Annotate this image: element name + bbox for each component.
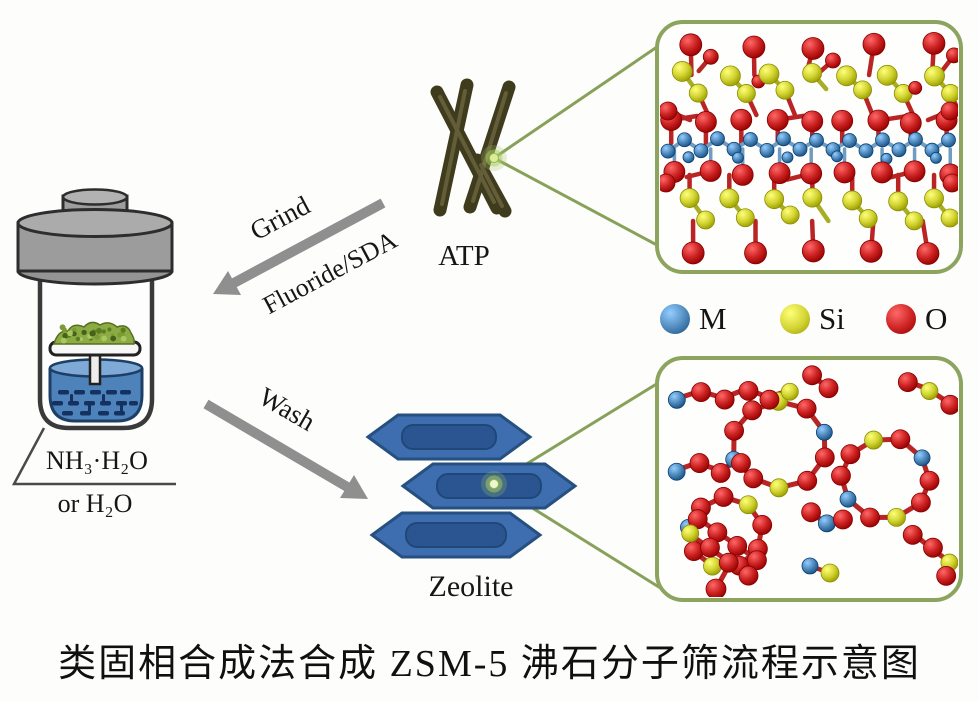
atp-molecular-structure: [660, 31, 958, 265]
si-atom-icon: [780, 304, 810, 334]
reagent-label-line2: or H₂O: [57, 489, 133, 518]
zeolite-molecular-structure: [667, 365, 958, 597]
cap-assembly: [16, 188, 174, 286]
powder-granules: [59, 324, 127, 344]
liquid-particles: [52, 390, 138, 416]
o-atom-icon: [886, 304, 916, 334]
legend-label-m: M: [699, 301, 727, 336]
wash-arrow: [203, 399, 368, 499]
liquid-beaker: [48, 358, 144, 423]
zeolite-crystal: [365, 413, 533, 461]
zoom-origin-dots: [481, 145, 507, 497]
grinder-apparatus: [11, 188, 176, 486]
zeolite-structure-panel: [655, 356, 963, 602]
reagent-callout-line: [11, 427, 176, 486]
legend-label-o: O: [925, 301, 948, 336]
reagent-label-line1: NH₃·H₂O: [46, 446, 148, 475]
legend-label-si: Si: [819, 301, 845, 336]
zeolite-crystal: [369, 511, 543, 559]
zeolite-crystals: [365, 413, 578, 559]
legend-item-m: M: [660, 301, 727, 337]
connector-lines: [493, 32, 677, 596]
legend-item-o: O: [886, 301, 947, 337]
zeolite-material-label: Zeolite: [428, 570, 514, 603]
atp-material-label: ATP: [438, 240, 490, 272]
m-atom-icon: [660, 304, 690, 334]
figure-caption: 类固相合成法合成 ZSM-5 沸石分子筛流程示意图: [58, 643, 921, 685]
atp-rod-crystals: [430, 78, 516, 218]
legend-item-si: Si: [780, 301, 845, 337]
pedestal-stem: [88, 350, 102, 386]
atp-structure-panel: [655, 20, 963, 274]
grind-arrow: [213, 198, 386, 295]
